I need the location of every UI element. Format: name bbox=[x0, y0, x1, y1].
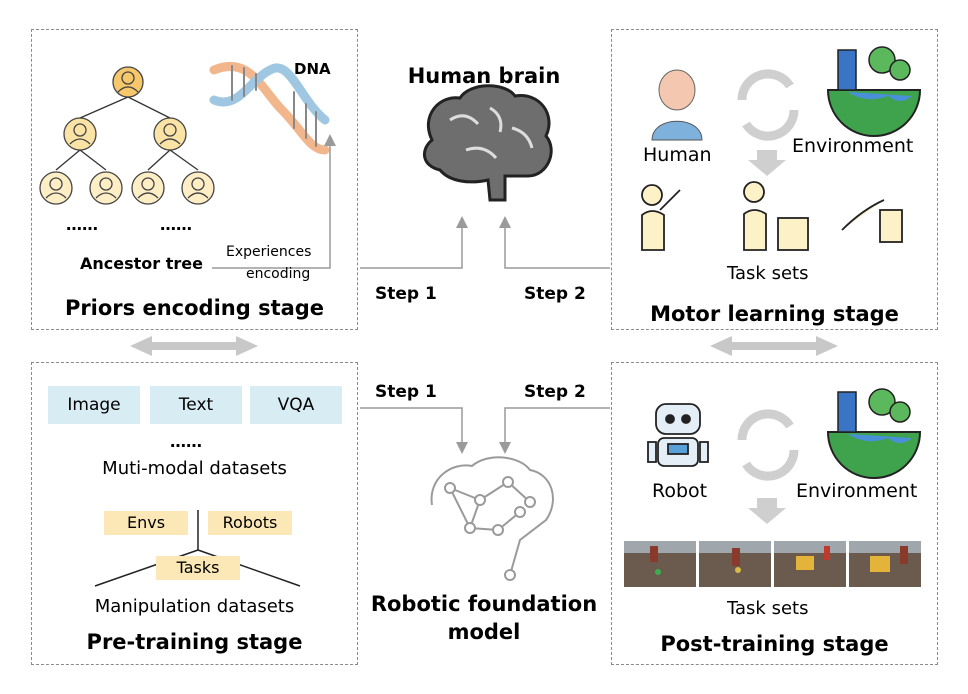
descendant-3-icon bbox=[131, 171, 165, 205]
task-drinking-icon bbox=[641, 184, 681, 251]
envs-tag: Envs bbox=[104, 511, 188, 535]
post-training-box bbox=[611, 362, 938, 665]
task-image-3 bbox=[774, 541, 846, 587]
top-step2-arrow bbox=[499, 216, 610, 269]
ancestor-child-left-icon bbox=[63, 117, 97, 151]
robot-icon bbox=[647, 403, 709, 467]
top-step1-label: Step 1 bbox=[375, 284, 437, 304]
task-image-1 bbox=[624, 541, 696, 587]
experiences-label: Experiences bbox=[226, 244, 312, 260]
environment-label-top: Environment bbox=[792, 135, 914, 157]
robotic-foundation-title: Robotic foundation bbox=[370, 592, 598, 616]
task-image-4 bbox=[849, 541, 921, 587]
task-set-images bbox=[624, 541, 921, 587]
environment-label-bottom: Environment bbox=[796, 480, 918, 502]
ancestor-avatars bbox=[39, 66, 215, 205]
priors-encoding-title: Priors encoding stage bbox=[64, 296, 325, 320]
ellipsis-left: …… bbox=[66, 215, 98, 234]
ancestor-tree-icon bbox=[55, 96, 199, 171]
bottom-step2-arrow bbox=[499, 407, 610, 454]
human-icon bbox=[651, 69, 703, 141]
post-training-title: Post-training stage bbox=[660, 632, 889, 656]
top-step2-label: Step 2 bbox=[524, 284, 586, 304]
top-step1-arrow bbox=[360, 216, 468, 269]
environment-icon-bottom bbox=[826, 388, 922, 479]
bottom-step2-label: Step 2 bbox=[524, 382, 586, 402]
descendant-1-icon bbox=[39, 171, 73, 205]
left-double-arrow bbox=[130, 336, 258, 356]
pre-training-title: Pre-training stage bbox=[86, 630, 303, 654]
task-sets-label-top: Task sets bbox=[727, 263, 809, 284]
vqa-pill: VQA bbox=[250, 386, 342, 424]
pre-training-box bbox=[31, 362, 358, 665]
robots-tag: Robots bbox=[208, 511, 292, 535]
tasks-tag: Tasks bbox=[156, 556, 240, 580]
bottom-step1-label: Step 1 bbox=[375, 382, 437, 402]
motor-learning-title: Motor learning stage bbox=[650, 302, 899, 326]
neural-network-icon bbox=[430, 456, 554, 581]
environment-icon-top bbox=[826, 46, 922, 137]
ellipsis-right: …… bbox=[160, 215, 192, 234]
task-pouring-icon bbox=[841, 199, 903, 243]
down-arrow-top-right bbox=[748, 150, 786, 176]
dna-icon bbox=[209, 61, 330, 155]
datasets-ellipsis: …… bbox=[170, 432, 202, 451]
descendant-2-icon bbox=[89, 171, 123, 205]
bottom-step1-arrow bbox=[360, 407, 468, 454]
dna-label: DNA bbox=[294, 60, 331, 78]
descendant-4-icon bbox=[181, 171, 215, 205]
ancestor-tree-label: Ancestor tree bbox=[80, 254, 203, 273]
down-arrow-bottom-right bbox=[748, 498, 786, 524]
human-brain-title: Human brain bbox=[407, 64, 561, 88]
right-double-arrow bbox=[710, 336, 838, 356]
manipulation-datasets-label: Manipulation datasets bbox=[94, 596, 295, 617]
priors-encoding-box bbox=[31, 29, 358, 330]
ancestor-child-right-icon bbox=[153, 117, 187, 151]
image-pill: Image bbox=[48, 386, 140, 424]
task-image-2 bbox=[699, 541, 771, 587]
robotic-foundation-title-line2: model bbox=[447, 620, 521, 644]
cycle-arrows-icon bbox=[737, 69, 799, 141]
robot-label: Robot bbox=[652, 480, 708, 502]
multimodal-datasets-label: Muti-modal datasets bbox=[102, 458, 287, 479]
task-cooking-icon bbox=[743, 181, 809, 251]
experiences-encoding-arrow bbox=[212, 134, 336, 269]
task-sets-label-bottom: Task sets bbox=[727, 598, 809, 619]
human-label: Human bbox=[643, 144, 712, 166]
human-brain-icon bbox=[423, 84, 553, 202]
text-pill: Text bbox=[150, 386, 242, 424]
encoding-label: encoding bbox=[246, 266, 311, 282]
motor-learning-box bbox=[611, 29, 938, 330]
cycle-arrows-bottom-icon bbox=[737, 409, 799, 481]
ancestor-root-icon bbox=[112, 66, 144, 98]
